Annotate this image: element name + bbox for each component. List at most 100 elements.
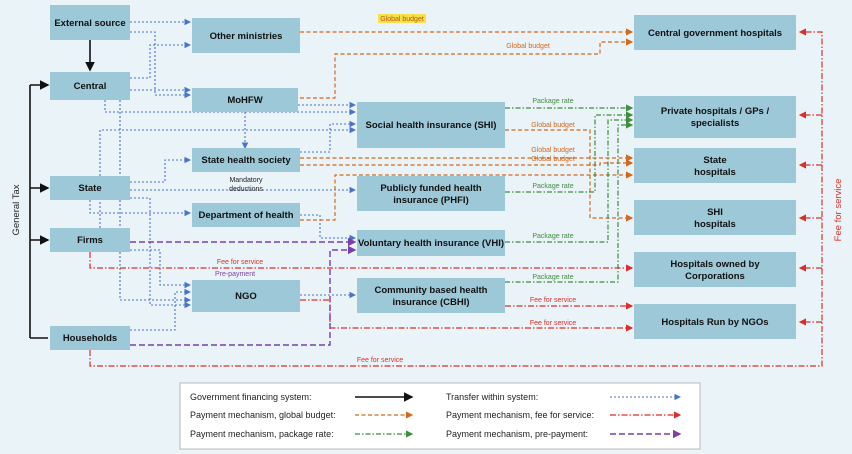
node-private-hospitals-label-2: specialists: [691, 118, 740, 129]
node-shi-hospitals-label-2: hospitals: [694, 219, 736, 230]
edge-households-fee-for-service: [89, 28, 823, 367]
node-external-source: External source: [50, 5, 130, 40]
package-rate-edges: [505, 104, 634, 283]
label-global-budget-5: Global budget: [531, 156, 575, 163]
label-fee-for-service-4: Fee for service: [357, 357, 403, 364]
label-global-budget-3: Global budget: [531, 122, 575, 129]
label-pre-payment: Pre-payment: [215, 271, 255, 278]
gov-financing-edges: [29, 40, 95, 339]
node-central-label: Central: [74, 81, 107, 92]
legend-transfer: Transfer within system:: [446, 392, 538, 402]
edge-firms-to-ngo: [130, 249, 192, 289]
label-package-rate-4: Package rate: [532, 274, 573, 281]
edge-central-to-other-ministries: [130, 41, 192, 79]
node-state-hospitals-label-1: State: [703, 155, 726, 166]
fee-for-service-side-label: Fee for service: [833, 179, 844, 242]
node-state: State: [50, 176, 130, 200]
node-external-source-label: External source: [54, 18, 125, 29]
node-corp-hospitals-label-1: Hospitals owned by: [670, 259, 760, 270]
edge-firms-to-corp-hospitals: [89, 252, 634, 272]
edge-dept-health-to-state-hospitals: [300, 171, 634, 221]
node-shi-hospitals: SHI hospitals: [634, 200, 796, 235]
edge-external-to-mohfw: [130, 31, 192, 99]
node-households: Households: [50, 326, 130, 350]
edge-state-to-ngo: [130, 197, 192, 309]
legend-package-rate: Payment mechanism, package rate:: [190, 429, 334, 439]
mandatory-deductions-line1: Mandatory: [229, 177, 263, 184]
label-fee-for-service-1: Fee for service: [217, 259, 263, 266]
node-state-hospitals: State hospitals: [634, 148, 796, 183]
node-private-hospitals: Private hospitals / GPs / specialists: [634, 96, 796, 138]
edge-state-to-dept-health: [89, 200, 192, 217]
node-cbhi-label-1: Community based health: [375, 285, 488, 296]
node-state-label: State: [78, 183, 101, 194]
edge-households-to-vhi: [130, 245, 357, 346]
node-other-ministries-label: Other ministries: [210, 31, 283, 42]
legend: Government financing system: Transfer wi…: [179, 382, 701, 450]
edge-state-to-state-hospitals: [300, 159, 634, 167]
legend-gov-financing: Government financing system:: [190, 392, 312, 402]
node-shi: Social health insurance (SHI): [357, 102, 505, 148]
node-phfi-label-2: insurance (PHFI): [393, 195, 469, 206]
edge-shs-to-shi: [300, 120, 357, 153]
node-vhi-label: Voluntary health insurance (VHI): [358, 238, 504, 249]
label-fee-for-service-2: Fee for service: [530, 297, 576, 304]
node-corp-hospitals-label-2: Corporations: [685, 271, 745, 282]
node-vhi: Voluntary health insurance (VHI): [357, 230, 505, 256]
node-ngo-hospitals-label: Hospitals Run by NGOs: [661, 317, 768, 328]
mandatory-deductions-line2: deductions: [229, 186, 263, 193]
edge-central-to-ngo: [119, 100, 192, 304]
node-phfi-label-1: Publicly funded health: [380, 183, 482, 194]
node-state-hospitals-label-2: hospitals: [694, 167, 736, 178]
legend-global-budget: Payment mechanism, global budget:: [190, 410, 336, 420]
label-package-rate-1: Package rate: [532, 98, 573, 105]
label-fee-for-service-3: Fee for service: [530, 320, 576, 327]
edge-phfi-to-private-hospitals: [505, 111, 634, 193]
node-firms: Firms: [50, 228, 130, 252]
label-package-rate-2: Package rate: [532, 183, 573, 190]
edge-central-to-shi: [104, 100, 357, 116]
node-firms-label: Firms: [77, 235, 103, 246]
node-central-govt-hospitals-label: Central government hospitals: [648, 28, 782, 39]
edge-mohfw-to-central-hospitals: [300, 38, 634, 99]
transfer-edges: [89, 18, 357, 331]
label-global-budget-4: Global budget: [531, 147, 575, 154]
edge-dept-health-to-vhi: [300, 214, 357, 242]
global-budget-highlight: [378, 14, 426, 23]
legend-fee-for-service: Payment mechanism, fee for service:: [446, 410, 594, 420]
edge-vhi-to-private-hospitals: [505, 116, 634, 243]
label-global-budget-1: Global budget: [380, 16, 424, 23]
node-ngo-label: NGO: [235, 291, 257, 302]
node-shi-hospitals-label-1: SHI: [707, 207, 723, 218]
node-phfi: Publicly funded health insurance (PHFI): [357, 176, 505, 211]
node-cbhi: Community based health insurance (CBHI): [357, 278, 505, 313]
edge-shi-to-shi-hospitals: [505, 129, 634, 222]
node-other-ministries: Other ministries: [192, 18, 300, 53]
edge-state-to-state-health-society: [130, 156, 192, 183]
node-department-of-health-label: Department of health: [198, 210, 293, 221]
node-private-hospitals-label-1: Private hospitals / GPs /: [661, 106, 770, 117]
label-package-rate-3: Package rate: [532, 233, 573, 240]
node-mohfw: MoHFW: [192, 88, 298, 112]
node-cbhi-label-2: insurance (CBHI): [392, 297, 469, 308]
node-households-label: Households: [63, 333, 117, 344]
node-shi-label: Social health insurance (SHI): [366, 120, 497, 131]
edge-cbhi-to-private-hospitals: [505, 121, 634, 283]
pre-payment-edges: [130, 237, 357, 346]
node-state-health-society: State health society: [192, 148, 300, 172]
legend-pre-payment: Payment mechanism, pre-payment:: [446, 429, 588, 439]
general-tax-label: General Tax: [11, 184, 22, 235]
global-budget-edges: [300, 28, 634, 222]
edge-households-to-ngo: [130, 288, 192, 331]
node-ngo: NGO: [192, 280, 300, 312]
node-department-of-health: Department of health: [192, 203, 300, 227]
node-ngo-hospitals: Hospitals Run by NGOs: [634, 304, 796, 339]
label-global-budget-2: Global budget: [506, 43, 550, 50]
node-central-govt-hospitals: Central government hospitals: [634, 15, 796, 50]
node-corp-hospitals: Hospitals owned by Corporations: [634, 252, 796, 287]
node-central: Central: [50, 72, 130, 100]
node-mohfw-label: MoHFW: [227, 95, 262, 106]
node-state-health-society-label: State health society: [201, 155, 291, 166]
